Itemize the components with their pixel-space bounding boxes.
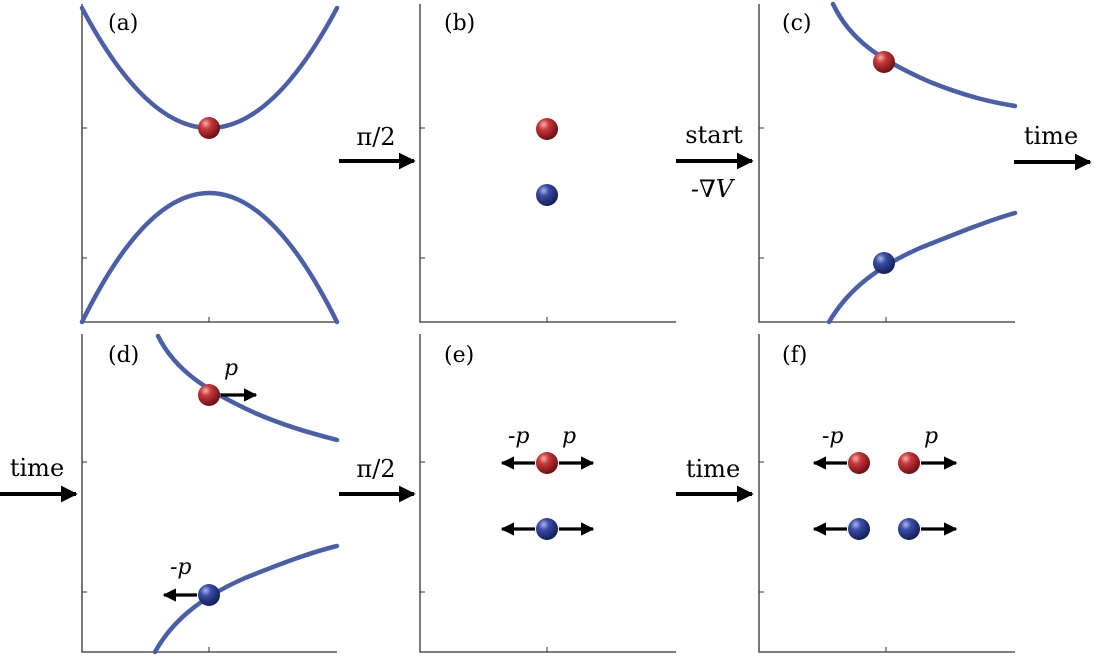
transition-de: π/2 [339, 455, 416, 503]
panel-f-blue-ball-right [898, 518, 920, 540]
panel-b-axes [419, 4, 676, 323]
panel-a-red-ball [198, 117, 220, 139]
transition-ef: time [676, 455, 754, 503]
panel-f-label-minus-p: -p [822, 424, 844, 449]
panel-d-label-plus-p: p [224, 356, 238, 381]
panel-e-red-ball [536, 452, 558, 474]
panel-d-upper-curve [155, 333, 340, 443]
panel-a: (a) [79, 4, 340, 325]
transition-bc-label-top: start [685, 121, 743, 149]
transition-ab: π/2 [339, 123, 416, 170]
panel-c-red-ball [873, 51, 895, 73]
panel-f-label-plus-p: p [924, 424, 938, 449]
transition-c-out: time [1014, 122, 1092, 171]
panel-f-blue-ball-left [848, 518, 870, 540]
panel-a-axes [81, 4, 337, 323]
panel-c-lower-curve [826, 210, 1018, 325]
transition-bc: start -∇V [676, 121, 754, 203]
panel-e-blue-ball [536, 518, 558, 540]
panel-d: p -p (d) [81, 333, 340, 655]
panel-c-blue-ball [873, 252, 895, 274]
panel-c-upper-curve [830, 1, 1018, 109]
panel-c-axes [758, 4, 1015, 323]
transition-d-in-label: time [10, 454, 64, 482]
panel-e-label-plus-p: p [562, 424, 576, 449]
panel-f-axes [758, 334, 1015, 653]
panel-a-lower-curve [79, 190, 340, 325]
panel-d-label-minus-p: -p [170, 555, 192, 580]
transition-ab-label: π/2 [356, 123, 395, 151]
panel-c-label: (c) [782, 11, 812, 36]
panel-d-lower-curve [152, 543, 340, 655]
panel-e: -p p (e) [419, 334, 676, 653]
panel-b-blue-ball [536, 184, 558, 206]
panel-f-red-ball-right [898, 452, 920, 474]
panel-a-label: (a) [108, 11, 138, 36]
panel-d-blue-ball [198, 584, 220, 606]
panel-b-red-ball [536, 118, 558, 140]
transition-d-in: time [0, 454, 78, 503]
transition-bc-label-bottom: -∇V [691, 175, 736, 203]
panel-f-label: (f) [782, 343, 807, 368]
panel-f-red-ball-left [848, 452, 870, 474]
panel-b: (b) [419, 4, 676, 323]
panel-e-label: (e) [444, 343, 474, 368]
transition-de-label: π/2 [356, 455, 395, 483]
panel-e-label-minus-p: -p [508, 424, 530, 449]
panel-d-axes [81, 334, 337, 653]
panel-c: (c) [758, 1, 1018, 325]
transition-ef-label: time [686, 455, 740, 483]
panel-d-label: (d) [108, 343, 139, 368]
panel-d-red-ball [198, 384, 220, 406]
panel-b-label: (b) [444, 11, 475, 36]
panel-f: -p p (f) [758, 334, 1015, 653]
panel-e-axes [419, 334, 676, 653]
transition-c-out-label: time [1024, 122, 1078, 150]
